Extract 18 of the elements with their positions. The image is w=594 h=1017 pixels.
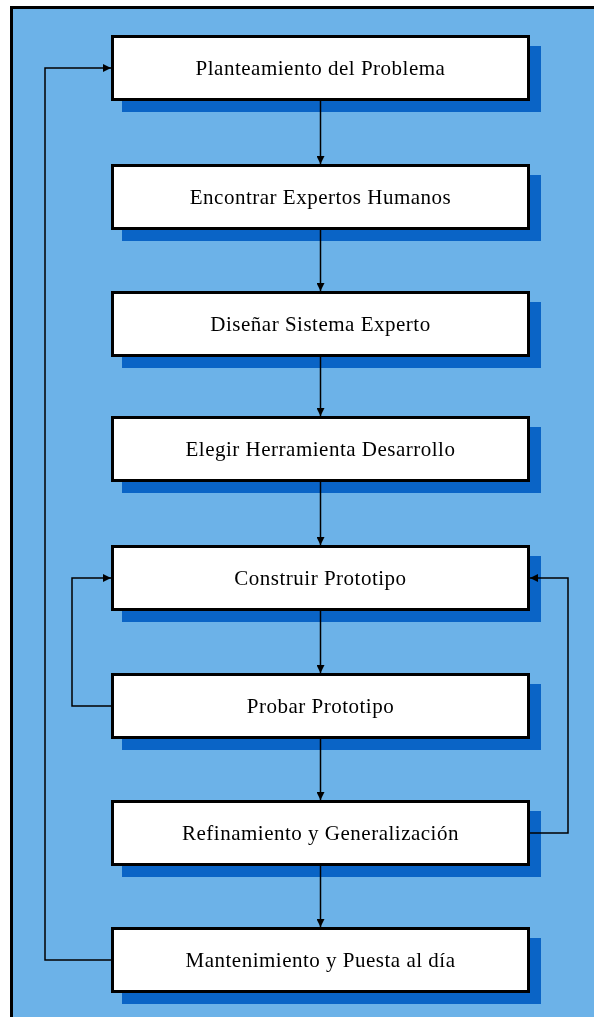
- arrow: [316, 356, 325, 417]
- step-label: Mantenimiento y Puesta al día: [185, 947, 456, 973]
- step-label: Encontrar Expertos Humanos: [189, 184, 452, 210]
- step-label: Probar Prototipo: [246, 693, 395, 719]
- arrow: [316, 481, 325, 546]
- arrow: [529, 574, 569, 834]
- step-label: Planteamiento del Problema: [195, 55, 446, 81]
- step-label: Diseñar Sistema Experto: [210, 311, 431, 337]
- arrow: [316, 610, 325, 674]
- step-label: Refinamiento y Generalización: [182, 820, 459, 846]
- arrow: [316, 100, 325, 165]
- arrow: [316, 865, 325, 928]
- arrow: [44, 64, 112, 961]
- arrow: [316, 229, 325, 292]
- step-label: Elegir Herramienta Desarrollo: [185, 436, 456, 462]
- arrow: [316, 738, 325, 801]
- step-label: Construir Prototipo: [234, 565, 407, 591]
- arrow: [71, 574, 112, 707]
